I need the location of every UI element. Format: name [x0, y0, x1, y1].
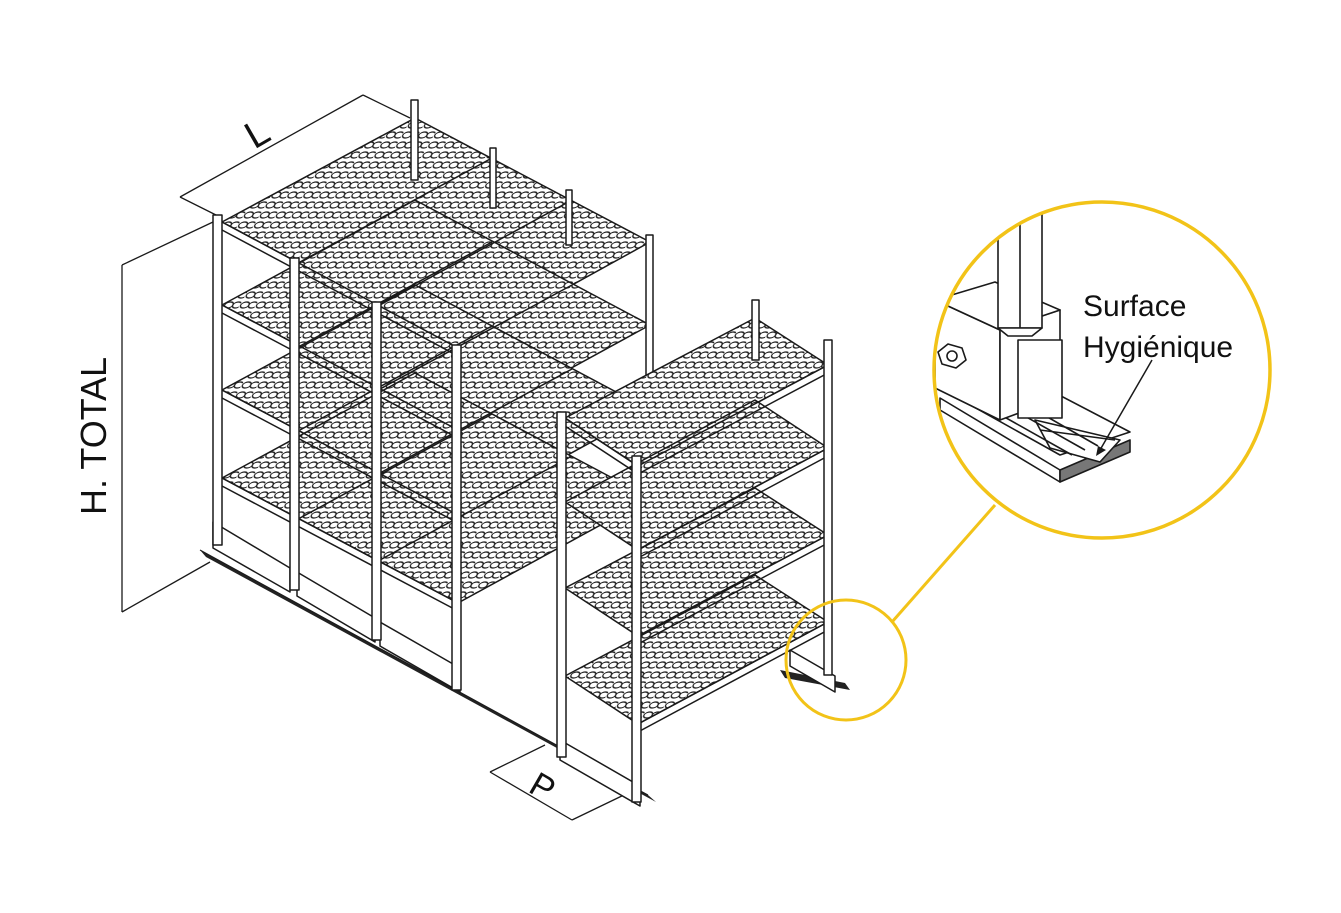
width-label: L	[238, 111, 277, 158]
height-label: H. TOTAL	[73, 357, 114, 515]
large-callout-circle	[932, 200, 1272, 540]
front-rack	[556, 299, 836, 807]
width-dimension	[179, 94, 411, 216]
small-callout-circle	[784, 598, 908, 722]
height-dimension	[121, 221, 214, 613]
callout-connector	[784, 504, 997, 722]
back-rack	[212, 99, 654, 693]
depth-label: P	[523, 765, 562, 809]
callout-label-line1: Surface	[1083, 290, 1186, 323]
depth-dimension	[489, 744, 629, 821]
zoom-detail: Surface Hygiénique	[932, 200, 1272, 540]
callout-label-line2: Hygiénique	[1083, 331, 1233, 364]
callout-leader	[1099, 359, 1153, 451]
